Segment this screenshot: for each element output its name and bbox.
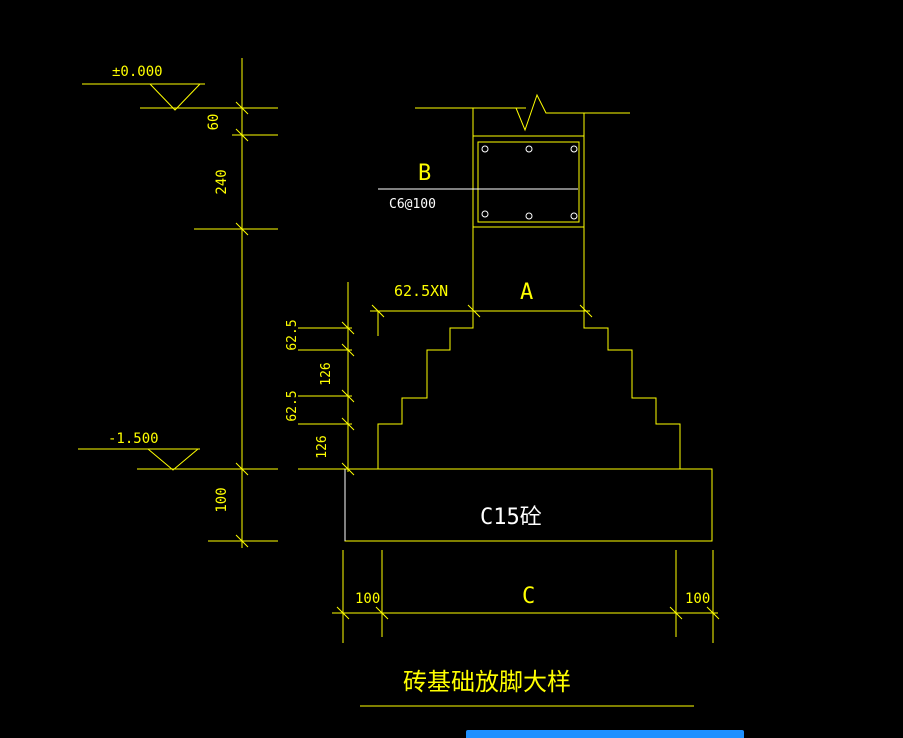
step-dimensions: 62.5 126 62.5 126 — [285, 282, 355, 476]
level-marker-top: ±0.000 — [82, 64, 205, 111]
level-bottom-label: -1.500 — [108, 431, 159, 447]
level-top-label: ±0.000 — [112, 64, 163, 80]
label-beam: B — [418, 161, 431, 186]
label-concrete: C15砼 — [480, 505, 542, 530]
step-left — [377, 312, 474, 469]
wall-section — [415, 93, 630, 312]
dim-240: 240 — [214, 169, 230, 194]
bottom-dimension — [332, 550, 720, 643]
label-offset: 62.5XN — [394, 282, 448, 300]
dim-step-1: 62.5 — [285, 319, 300, 350]
left-dimension-chain: 60 240 100 — [194, 58, 278, 548]
dim-step-2: 126 — [319, 362, 334, 385]
rebar-dots — [481, 145, 578, 220]
label-width: C — [522, 584, 535, 609]
dim-step-4: 126 — [315, 435, 330, 458]
dim-step-3: 62.5 — [285, 390, 300, 421]
drawing-title: 砖基础放脚大样 — [403, 668, 571, 696]
level-marker-bottom: -1.500 — [78, 431, 200, 471]
selection-bar[interactable] — [466, 730, 744, 738]
step-right — [583, 312, 681, 469]
dim-left-ext: 100 — [355, 591, 380, 607]
label-wall: A — [520, 280, 533, 305]
dim-100: 100 — [214, 487, 230, 512]
dim-60: 60 — [206, 114, 222, 131]
label-stirrup: C6@100 — [389, 197, 436, 212]
offset-dimension — [370, 304, 593, 336]
dim-right-ext: 100 — [685, 591, 710, 607]
